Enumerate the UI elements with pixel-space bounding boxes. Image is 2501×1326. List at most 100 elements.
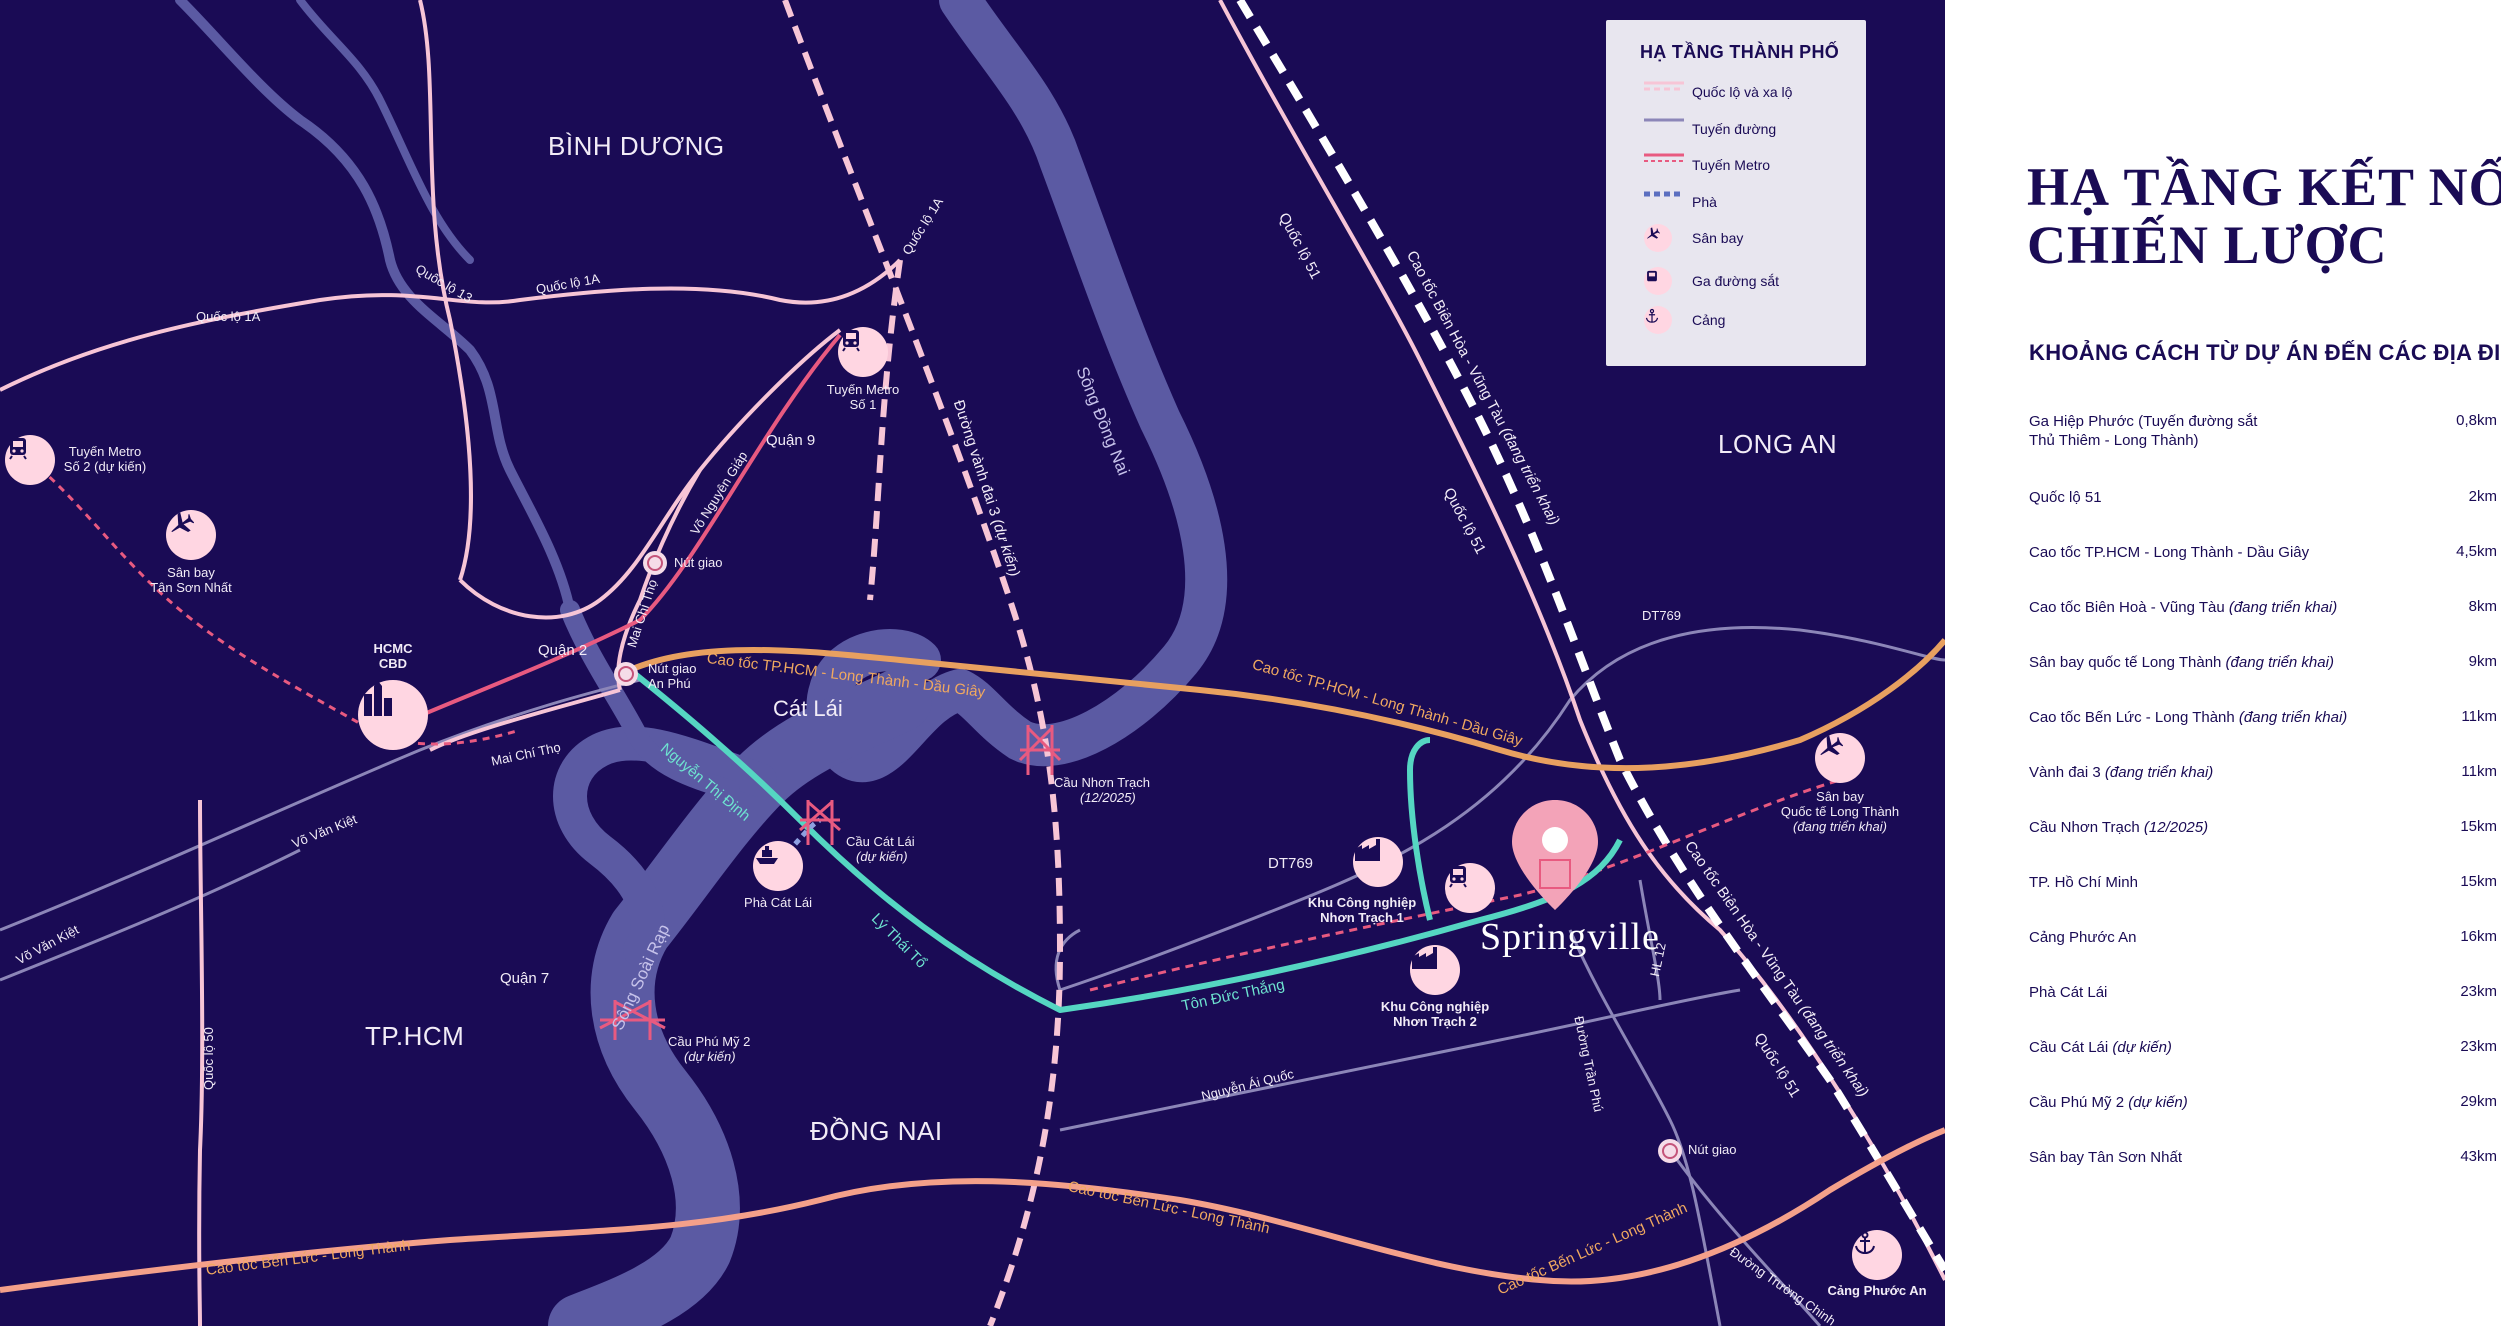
tan-son-nhat-airplane-icon[interactable] bbox=[166, 510, 216, 560]
pha-cat-lai-ferry-icon[interactable] bbox=[753, 841, 803, 891]
label-metro-1-b: Số 1 bbox=[849, 396, 877, 412]
road-ql13 bbox=[418, 0, 473, 581]
distance-row: Vành đai 3 (đang triển khai)11km bbox=[2029, 763, 2499, 782]
legend-item-metro: Tuyến Metro bbox=[1644, 153, 1770, 177]
label-kcn1-b: Nhơn Trạch 1 bbox=[1320, 909, 1404, 925]
label-dt769-2: DT769 bbox=[1268, 855, 1314, 872]
metro-1-train-icon[interactable] bbox=[838, 327, 888, 377]
legend-label: Tuyến Metro bbox=[1692, 157, 1771, 173]
kcn-1-factory-icon[interactable] bbox=[1353, 837, 1403, 887]
bridge-nhon-trach-icon bbox=[1018, 725, 1062, 775]
label-ql1a-left: Quốc lộ 1A bbox=[196, 309, 261, 324]
region-tphcm: TP.HCM bbox=[365, 1021, 465, 1051]
panel-title-line-2: CHIẾN LƯỢC bbox=[2027, 215, 2388, 275]
distance-row: Phà Cát Lái 23km bbox=[2029, 983, 2499, 1002]
label-tsn-a: Sân bay bbox=[167, 565, 215, 580]
interchange-an-phu-icon[interactable] bbox=[614, 662, 638, 686]
legend-title: HẠ TẦNG THÀNH PHỐ bbox=[1640, 42, 1840, 62]
distance-place-note: (12/2025) bbox=[2143, 819, 2209, 836]
distance-place-note: (đang triển khai) bbox=[2238, 709, 2348, 726]
interchange-vng-icon[interactable] bbox=[643, 551, 667, 575]
label-nut-giao-se: Nút giao bbox=[1688, 1142, 1737, 1157]
distance-value: 23km bbox=[2460, 983, 2497, 1000]
legend-metro-symbol-icon bbox=[1644, 153, 1684, 177]
distance-value: 43km bbox=[2460, 1148, 2497, 1165]
label-kcn1-a: Khu Công nghiệp bbox=[1307, 895, 1417, 910]
legend-label: Ga đường sắt bbox=[1692, 273, 1780, 289]
label-cbd-b: CBD bbox=[378, 655, 408, 671]
long-thanh-airplane-icon[interactable] bbox=[1815, 733, 1865, 783]
distance-place: Quốc lộ 51 bbox=[2029, 488, 2429, 507]
bridge-cat-lai-icon bbox=[799, 800, 841, 845]
river-upper-left bbox=[296, 0, 474, 264]
label-nut-giao: Nút giao bbox=[674, 555, 723, 570]
distance-place: Vành đai 3 (đang triển khai) bbox=[2029, 763, 2429, 782]
kcn-2-factory-icon[interactable] bbox=[1410, 945, 1460, 995]
distance-value: 0,8km bbox=[2456, 412, 2497, 429]
distance-value: 29km bbox=[2460, 1093, 2497, 1110]
legend-item-ferry: Phà bbox=[1644, 190, 1717, 214]
legend-highway-symbol-icon bbox=[1644, 80, 1684, 104]
legend-ferry-symbol-icon bbox=[1644, 190, 1684, 214]
region-long-an: LONG AN bbox=[1718, 429, 1838, 459]
label-pha-cat-lai: Phà Cát Lái bbox=[744, 895, 812, 910]
label-lta-c: (đang triển khai) bbox=[1793, 818, 1887, 834]
distance-row: Cao tốc Biên Hoà - Vũng Tàu (đang triển … bbox=[2029, 598, 2499, 617]
legend-label: Cảng bbox=[1692, 312, 1726, 328]
area-quan-9: Quận 9 bbox=[766, 432, 816, 449]
distance-value: 8km bbox=[2468, 598, 2497, 615]
label-nga-b: An Phú bbox=[648, 675, 691, 691]
rail-hiep-phuoc bbox=[1089, 778, 1841, 992]
distance-place-name: Quốc lộ 51 bbox=[2029, 489, 2102, 506]
panel-title: HẠ TẦNG KẾT NỐI CHIẾN LƯỢC bbox=[2027, 158, 2501, 274]
rail-station-train-icon[interactable] bbox=[1445, 863, 1495, 913]
label-cnt-b: (12/2025) bbox=[1080, 789, 1136, 805]
region-dong-nai: ĐỒNG NAI bbox=[810, 1116, 943, 1146]
cang-phuoc-an-anchor-icon[interactable] bbox=[1852, 1230, 1902, 1280]
distance-place-name: Sân bay quốc tế Long Thành bbox=[2029, 654, 2226, 671]
distance-place-name: Cầu Nhơn Trạch bbox=[2029, 819, 2144, 836]
distance-row: Cao tốc Bến Lức - Long Thành (đang triển… bbox=[2029, 708, 2499, 727]
distance-place: TP. Hồ Chí Minh bbox=[2029, 873, 2429, 892]
distance-place-name: Cao tốc Biên Hoà - Vũng Tàu bbox=[2029, 599, 2229, 616]
distance-row: Sân bay quốc tế Long Thành (đang triển k… bbox=[2029, 653, 2499, 672]
legend-item-airport: Sân bay bbox=[1644, 224, 1744, 252]
area-quan-2: Quận 2 bbox=[538, 642, 588, 659]
road-ql50 bbox=[197, 799, 205, 1326]
local-roads bbox=[0, 626, 1945, 1326]
legend-item-road: Tuyến đường bbox=[1644, 117, 1776, 141]
distance-place: Sân bay quốc tế Long Thành (đang triển k… bbox=[2029, 653, 2429, 672]
label-lta-b: Quốc tế Long Thành bbox=[1780, 803, 1900, 819]
distance-place-name: TP. Hồ Chí Minh bbox=[2029, 874, 2138, 891]
legend-item-highway: Quốc lộ và xa lộ bbox=[1644, 80, 1792, 104]
label-cpm-b: (dự kiến) bbox=[684, 1048, 736, 1064]
distance-place: Cầu Nhơn Trạch (12/2025) bbox=[2029, 818, 2429, 837]
distance-place-name: Cầu Cát Lái bbox=[2029, 1039, 2113, 1056]
legend-label: Sân bay bbox=[1692, 230, 1744, 246]
rivers bbox=[175, 0, 1228, 1326]
distance-row: Quốc lộ 51 2km bbox=[2029, 488, 2499, 507]
metro-line-1 bbox=[409, 333, 842, 722]
map-area: BÌNH DƯƠNG LONG AN TP.HCM ĐỒNG NAI Cát L… bbox=[0, 0, 1945, 1326]
distance-place: Sân bay Tân Sơn Nhất bbox=[2029, 1148, 2429, 1167]
road-loop-vng bbox=[458, 328, 842, 620]
distance-place-note: (đang triển khai) bbox=[2104, 764, 2214, 781]
distance-value: 2km bbox=[2468, 488, 2497, 505]
springville-pin-icon[interactable] bbox=[1512, 800, 1598, 910]
distance-place-note: (đang triển khai) bbox=[2228, 599, 2338, 616]
distance-place: Phà Cát Lái bbox=[2029, 983, 2429, 1002]
distance-place-name: Vành đai 3 bbox=[2029, 764, 2105, 781]
metro-line-2 bbox=[29, 458, 381, 737]
interchange-se-icon[interactable] bbox=[1658, 1139, 1682, 1163]
distance-place: Cao tốc Bến Lức - Long Thành (đang triển… bbox=[2029, 708, 2429, 727]
legend-train-icon bbox=[1644, 267, 1672, 295]
distance-place-note: (dự kiến) bbox=[2128, 1094, 2188, 1111]
hcmc-cbd-building-icon[interactable] bbox=[358, 680, 428, 750]
metro-2-train-icon[interactable] bbox=[5, 435, 55, 485]
distance-value: 15km bbox=[2460, 818, 2497, 835]
distance-value: 11km bbox=[2461, 708, 2497, 725]
